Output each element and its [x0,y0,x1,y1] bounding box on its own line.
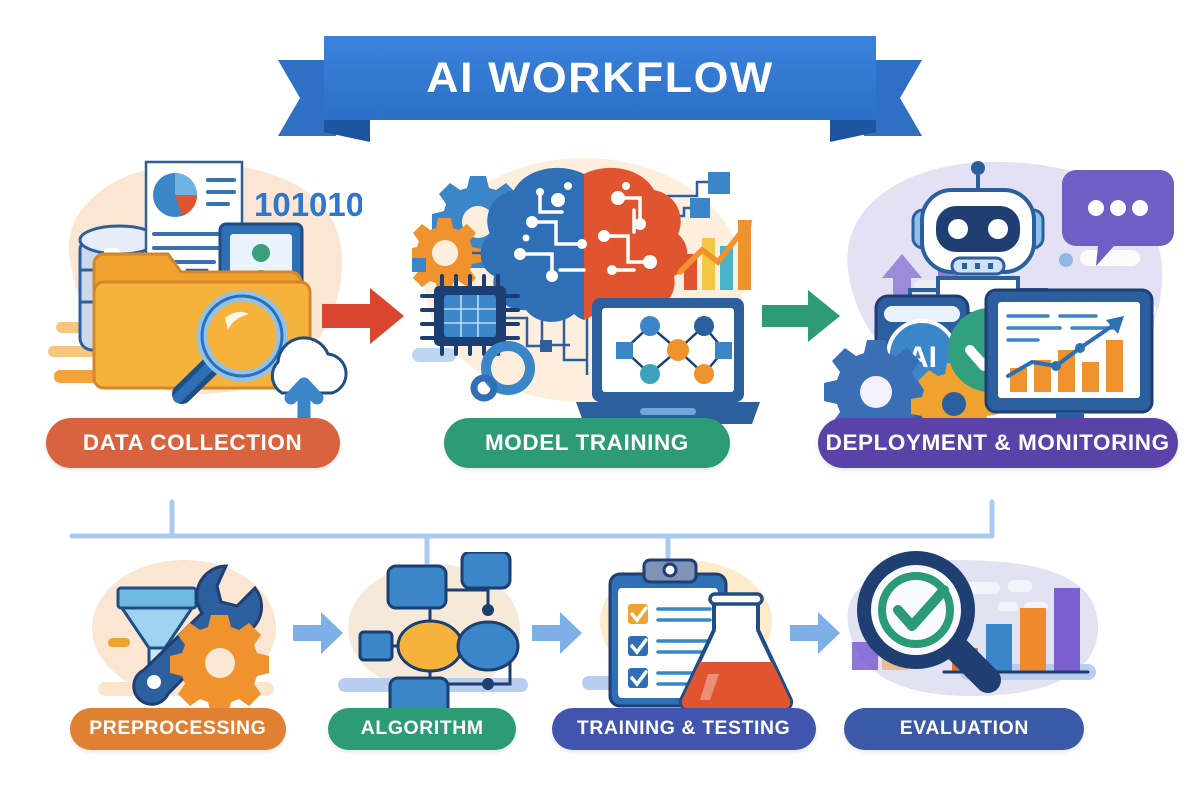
gear-small-icon [412,218,482,293]
ribbon-body [324,36,876,120]
gear-icon [824,340,928,440]
laptop-neural-net-icon [576,298,760,424]
pill-data-collection[interactable]: DATA COLLECTION [46,418,340,468]
page-title: AI WORKFLOW [426,53,774,102]
magnifier-icon [172,290,288,404]
stage-training-testing[interactable]: TRAINING & TESTING [552,552,816,750]
evaluation-illustration [847,551,1099,696]
stage-preprocessing[interactable]: PREPROCESSING [70,552,294,750]
pill-algorithm[interactable]: ALGORITHM [328,708,516,750]
bar-chart-arrow-icon [677,220,752,290]
chat-bubble-icon [1062,170,1174,266]
arrow-algorithm-to-training [532,612,582,654]
monitor-chart-icon [984,288,1154,436]
ribbon-fold-left [324,120,370,142]
stage-evaluation[interactable]: EVALUATION [840,548,1110,750]
stage-model-training[interactable]: MODEL TRAINING [412,150,762,468]
banner-ribbon: AI WORKFLOW [278,36,922,142]
pill-evaluation[interactable]: EVALUATION [844,708,1084,750]
brain-icon [480,167,688,322]
ring-icon [470,341,535,402]
ribbon-fold-right [830,120,876,142]
cpu-chip-icon [420,274,520,356]
ribbon-tail-right [864,60,922,136]
robot-icon [908,161,1048,316]
cloud-upload-icon [270,336,348,425]
stage-data-collection[interactable]: 101010 [42,150,362,468]
binary-code-text: 101010 [254,186,362,223]
arrow-preprocessing-to-algorithm [293,612,343,654]
pill-deployment-monitoring[interactable]: DEPLOYMENT & MONITORING [818,418,1178,468]
data-collection-illustration: 101010 [48,160,362,425]
arrow-training-to-evaluation [790,612,840,654]
pill-model-training[interactable]: MODEL TRAINING [444,418,730,468]
stage-algorithm[interactable]: ALGORITHM [328,552,528,750]
pill-preprocessing[interactable]: PREPROCESSING [70,708,286,750]
clipboard-checklist-icon [608,558,728,708]
gear-icon [170,615,269,714]
model-training-illustration [412,158,760,424]
pill-training-testing[interactable]: TRAINING & TESTING [552,708,816,750]
ribbon-tail-left [278,60,336,136]
arrow-model-to-deployment [762,290,840,342]
magnifier-check-icon [857,551,1001,693]
arrow-data-to-model [322,288,404,344]
preprocessing-illustration [92,560,276,714]
stage-deployment-monitoring[interactable]: AI [818,150,1178,468]
deployment-monitoring-illustration: AI [824,161,1178,440]
funnel-icon [116,586,198,682]
algorithm-illustration [338,552,528,724]
